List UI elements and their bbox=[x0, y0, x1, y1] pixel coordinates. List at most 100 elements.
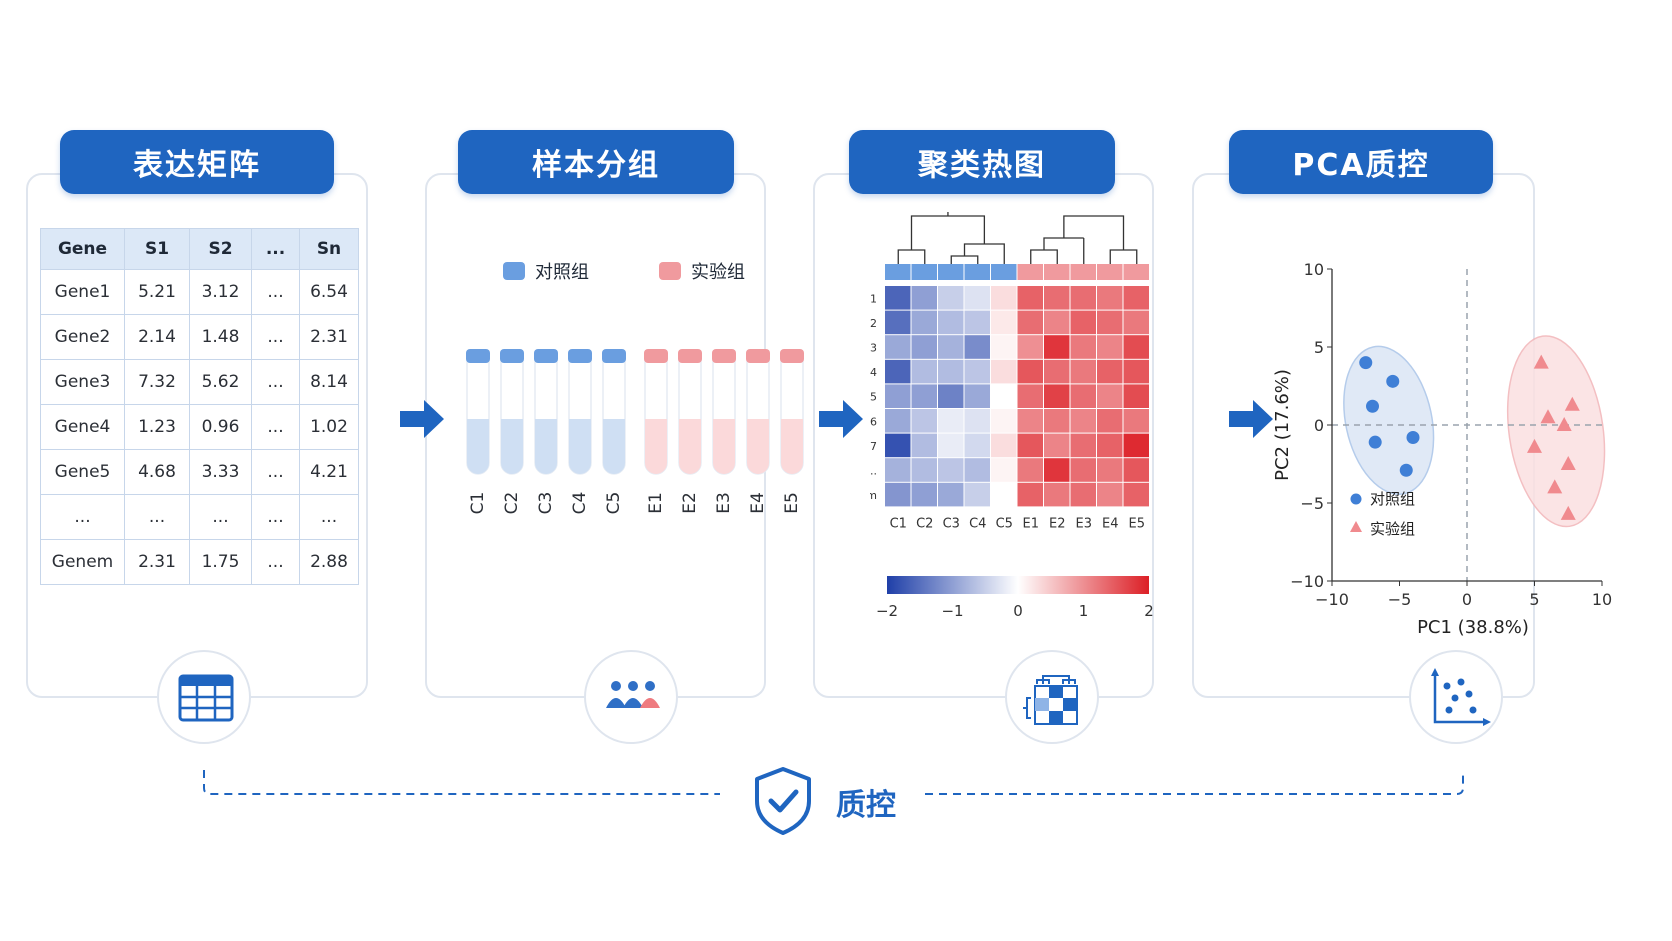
heatmap-cell bbox=[1123, 286, 1149, 310]
legend-treatment-label: 实验组 bbox=[1370, 520, 1415, 538]
arrow-icon bbox=[400, 400, 444, 438]
table-cell: ... bbox=[251, 269, 300, 315]
table-row: Gene1 5.21 3.12 ... 6.54 bbox=[40, 269, 359, 315]
heatmap-column-label: C1 bbox=[890, 516, 907, 531]
group-annotation-cell bbox=[1070, 264, 1096, 280]
heatmap-cell bbox=[885, 359, 911, 384]
table-cell: ... bbox=[124, 494, 190, 540]
colorbar-tick-label: 2 bbox=[1144, 602, 1154, 620]
tube-label: C3 bbox=[536, 492, 556, 515]
tube-liquid bbox=[467, 419, 489, 474]
table-cell: 2.14 bbox=[124, 314, 190, 360]
heatmap-cell bbox=[1044, 335, 1070, 359]
treatment-point bbox=[1547, 479, 1563, 494]
heatmap-cell bbox=[938, 433, 964, 458]
table-cell: 2.31 bbox=[124, 539, 190, 585]
heatmap-cell bbox=[938, 286, 964, 310]
table-row: Genem 2.31 1.75 ... 2.88 bbox=[40, 539, 359, 585]
heatmap-cell bbox=[885, 458, 911, 482]
table-cell: ... bbox=[251, 404, 300, 450]
heatmap-cell bbox=[1044, 409, 1070, 433]
heatmap-cell bbox=[964, 458, 990, 482]
qc-bracket bbox=[203, 770, 1464, 795]
heatmap-column-label: E3 bbox=[1076, 516, 1093, 531]
tube-label: C5 bbox=[604, 492, 624, 515]
heatmap-cell bbox=[911, 458, 937, 482]
treatment-point bbox=[1556, 417, 1572, 431]
scatter-plot-icon bbox=[1409, 650, 1503, 744]
qc-label: 质控 bbox=[836, 788, 896, 823]
heatmap-cell bbox=[991, 458, 1017, 482]
table-cell: 5.21 bbox=[124, 269, 190, 315]
heatmap-cell bbox=[885, 384, 911, 408]
heatmap-cell bbox=[964, 409, 990, 433]
control-point bbox=[1406, 430, 1420, 444]
tube-label: E1 bbox=[646, 492, 666, 514]
table-header-cell: S2 bbox=[189, 228, 252, 270]
sample-tube: C4 bbox=[568, 349, 592, 514]
heatmap-cell bbox=[885, 433, 911, 458]
heatmap-cell bbox=[885, 310, 911, 335]
tube-cap bbox=[602, 349, 626, 363]
heatmap-cell bbox=[885, 335, 911, 359]
heatmap-cell bbox=[1123, 384, 1149, 408]
panel-title-heatmap: 聚类热图 bbox=[849, 130, 1115, 194]
heatmap-column-label: E2 bbox=[1049, 516, 1066, 531]
heatmap-cell bbox=[991, 384, 1017, 408]
tube-cap bbox=[466, 349, 490, 363]
heatmap-cell bbox=[938, 482, 964, 507]
treatment-point bbox=[1560, 456, 1576, 470]
tube-liquid bbox=[781, 419, 803, 474]
heatmap-cell bbox=[1070, 359, 1096, 384]
table-row: Gene2 2.14 1.48 ... 2.31 bbox=[40, 314, 359, 360]
x-tick-label: −10 bbox=[1315, 590, 1349, 609]
tube-cap bbox=[746, 349, 770, 363]
heatmap-column-label: C4 bbox=[969, 516, 986, 531]
heatmap-cell bbox=[1044, 384, 1070, 408]
tube-label: C1 bbox=[468, 492, 488, 515]
table-row: Gene3 7.32 5.62 ... 8.14 bbox=[40, 359, 359, 405]
table-cell: ... bbox=[251, 494, 300, 540]
column-dendrogram bbox=[897, 212, 1138, 266]
heatmap-cell bbox=[1123, 335, 1149, 359]
y-axis-label: PC2 (17.6%) bbox=[1272, 369, 1293, 481]
table-cell: Genem bbox=[40, 539, 125, 585]
heatmap-cell bbox=[1017, 458, 1043, 482]
legend-control-label: 对照组 bbox=[1370, 490, 1415, 508]
table-header-cell: S1 bbox=[124, 228, 190, 270]
group-people-icon bbox=[584, 650, 678, 744]
y-tick-label: −10 bbox=[1290, 572, 1324, 591]
heatmap-cell bbox=[964, 359, 990, 384]
control-point bbox=[1386, 374, 1400, 388]
legend-treatment-label: 实验组 bbox=[691, 262, 745, 283]
heatmap-row-label: ... bbox=[870, 465, 877, 478]
heatmap-cell bbox=[1070, 409, 1096, 433]
heatmap-cell bbox=[991, 335, 1017, 359]
heatmap-cell bbox=[1017, 482, 1043, 507]
heatmap-cell bbox=[1123, 482, 1149, 507]
table-cell: Gene1 bbox=[40, 269, 125, 315]
heatmap-cell bbox=[1070, 482, 1096, 507]
control-point bbox=[1366, 399, 1379, 413]
heatmap-cell bbox=[991, 409, 1017, 433]
heatmap-cell bbox=[1044, 482, 1070, 507]
table-cell: 7.32 bbox=[124, 359, 190, 405]
tube-label: C4 bbox=[570, 492, 590, 515]
table-cell: 2.31 bbox=[299, 314, 359, 360]
heatmap-cell bbox=[938, 409, 964, 433]
sample-tube: E1 bbox=[644, 349, 668, 514]
table-cell: Gene2 bbox=[40, 314, 125, 360]
tube-label: C2 bbox=[502, 492, 522, 515]
heatmap-cell bbox=[991, 310, 1017, 335]
colorbar-tick-label: 0 bbox=[1013, 602, 1023, 620]
tube-liquid bbox=[747, 419, 769, 474]
tube-liquid bbox=[535, 419, 557, 474]
tube-label: E3 bbox=[714, 492, 734, 514]
table-header-cell: Sn bbox=[299, 228, 359, 270]
x-tick-label: −5 bbox=[1388, 590, 1412, 609]
legend-treatment-marker bbox=[1350, 521, 1362, 532]
control-confidence-ellipse bbox=[1343, 345, 1435, 495]
heatmap-row-label: Gene3 bbox=[870, 342, 877, 355]
heatmap-cell bbox=[911, 409, 937, 433]
heatmap-cell bbox=[1097, 433, 1123, 458]
